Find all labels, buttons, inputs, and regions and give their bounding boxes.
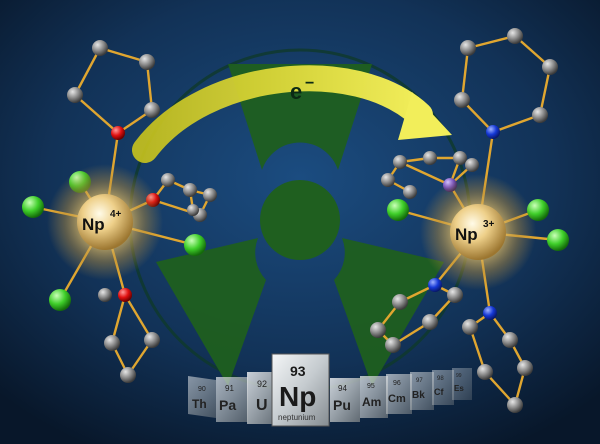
np-4plus-center: Np 4+: [47, 164, 163, 280]
np-left-charge: 4+: [110, 209, 122, 220]
tile-cm-number: 96: [393, 380, 401, 387]
tile-cm: 96 Cm: [386, 374, 412, 414]
tile-cf-symbol: Cf: [434, 387, 444, 397]
periodic-tiles: 90 Th 91 Pa 92 U 93 Np neptunium 94 Pu: [188, 353, 472, 427]
tile-es: 99 Es: [452, 368, 472, 400]
tile-am-symbol: Am: [362, 395, 381, 409]
tile-np-symbol: Np: [279, 381, 316, 412]
right-molecule: Np 3+: [370, 28, 569, 413]
tile-pa: 91 Pa: [216, 377, 248, 422]
tile-bk: 97 Bk: [410, 372, 434, 410]
electron-charge: −: [305, 75, 314, 92]
np-3plus-center: Np 3+: [420, 174, 536, 290]
tile-es-number: 99: [456, 373, 462, 379]
tile-th: 90 Th: [188, 376, 216, 418]
chlorine-atoms-right: [387, 199, 569, 251]
carbon-atoms: [67, 40, 217, 383]
electron-transfer-arrow: e −: [132, 65, 452, 163]
tile-np-name: neptunium: [278, 413, 316, 422]
tile-bk-symbol: Bk: [412, 390, 425, 401]
tile-u-symbol: U: [256, 397, 268, 414]
tile-u-number: 92: [257, 379, 267, 389]
tile-pu-number: 94: [338, 384, 347, 393]
np-left-symbol: Np: [82, 215, 105, 234]
np-right-charge: 3+: [483, 219, 495, 230]
tile-cm-symbol: Cm: [388, 393, 406, 405]
tile-cf: 98 Cf: [432, 370, 454, 405]
left-molecule: Np 4+: [22, 40, 217, 383]
tile-pa-number: 91: [225, 384, 234, 393]
tile-np-main: 93 Np neptunium: [271, 353, 330, 427]
nitrogen-atoms: [428, 125, 500, 320]
tile-pa-symbol: Pa: [219, 397, 236, 413]
tile-pu-symbol: Pu: [333, 397, 351, 413]
tile-am: 95 Am: [360, 376, 388, 418]
tile-bk-number: 97: [416, 378, 423, 384]
tile-np-number: 93: [290, 363, 306, 379]
electron-label: e: [290, 79, 302, 104]
tile-cf-number: 98: [437, 376, 444, 382]
np-right-symbol: Np: [455, 225, 478, 244]
tile-am-number: 95: [367, 383, 375, 390]
tile-pu: 94 Pu: [330, 378, 360, 422]
tile-es-symbol: Es: [454, 384, 464, 393]
tile-th-number: 90: [198, 386, 206, 393]
tile-th-symbol: Th: [192, 397, 207, 411]
carbon-atoms-right: [370, 28, 558, 413]
